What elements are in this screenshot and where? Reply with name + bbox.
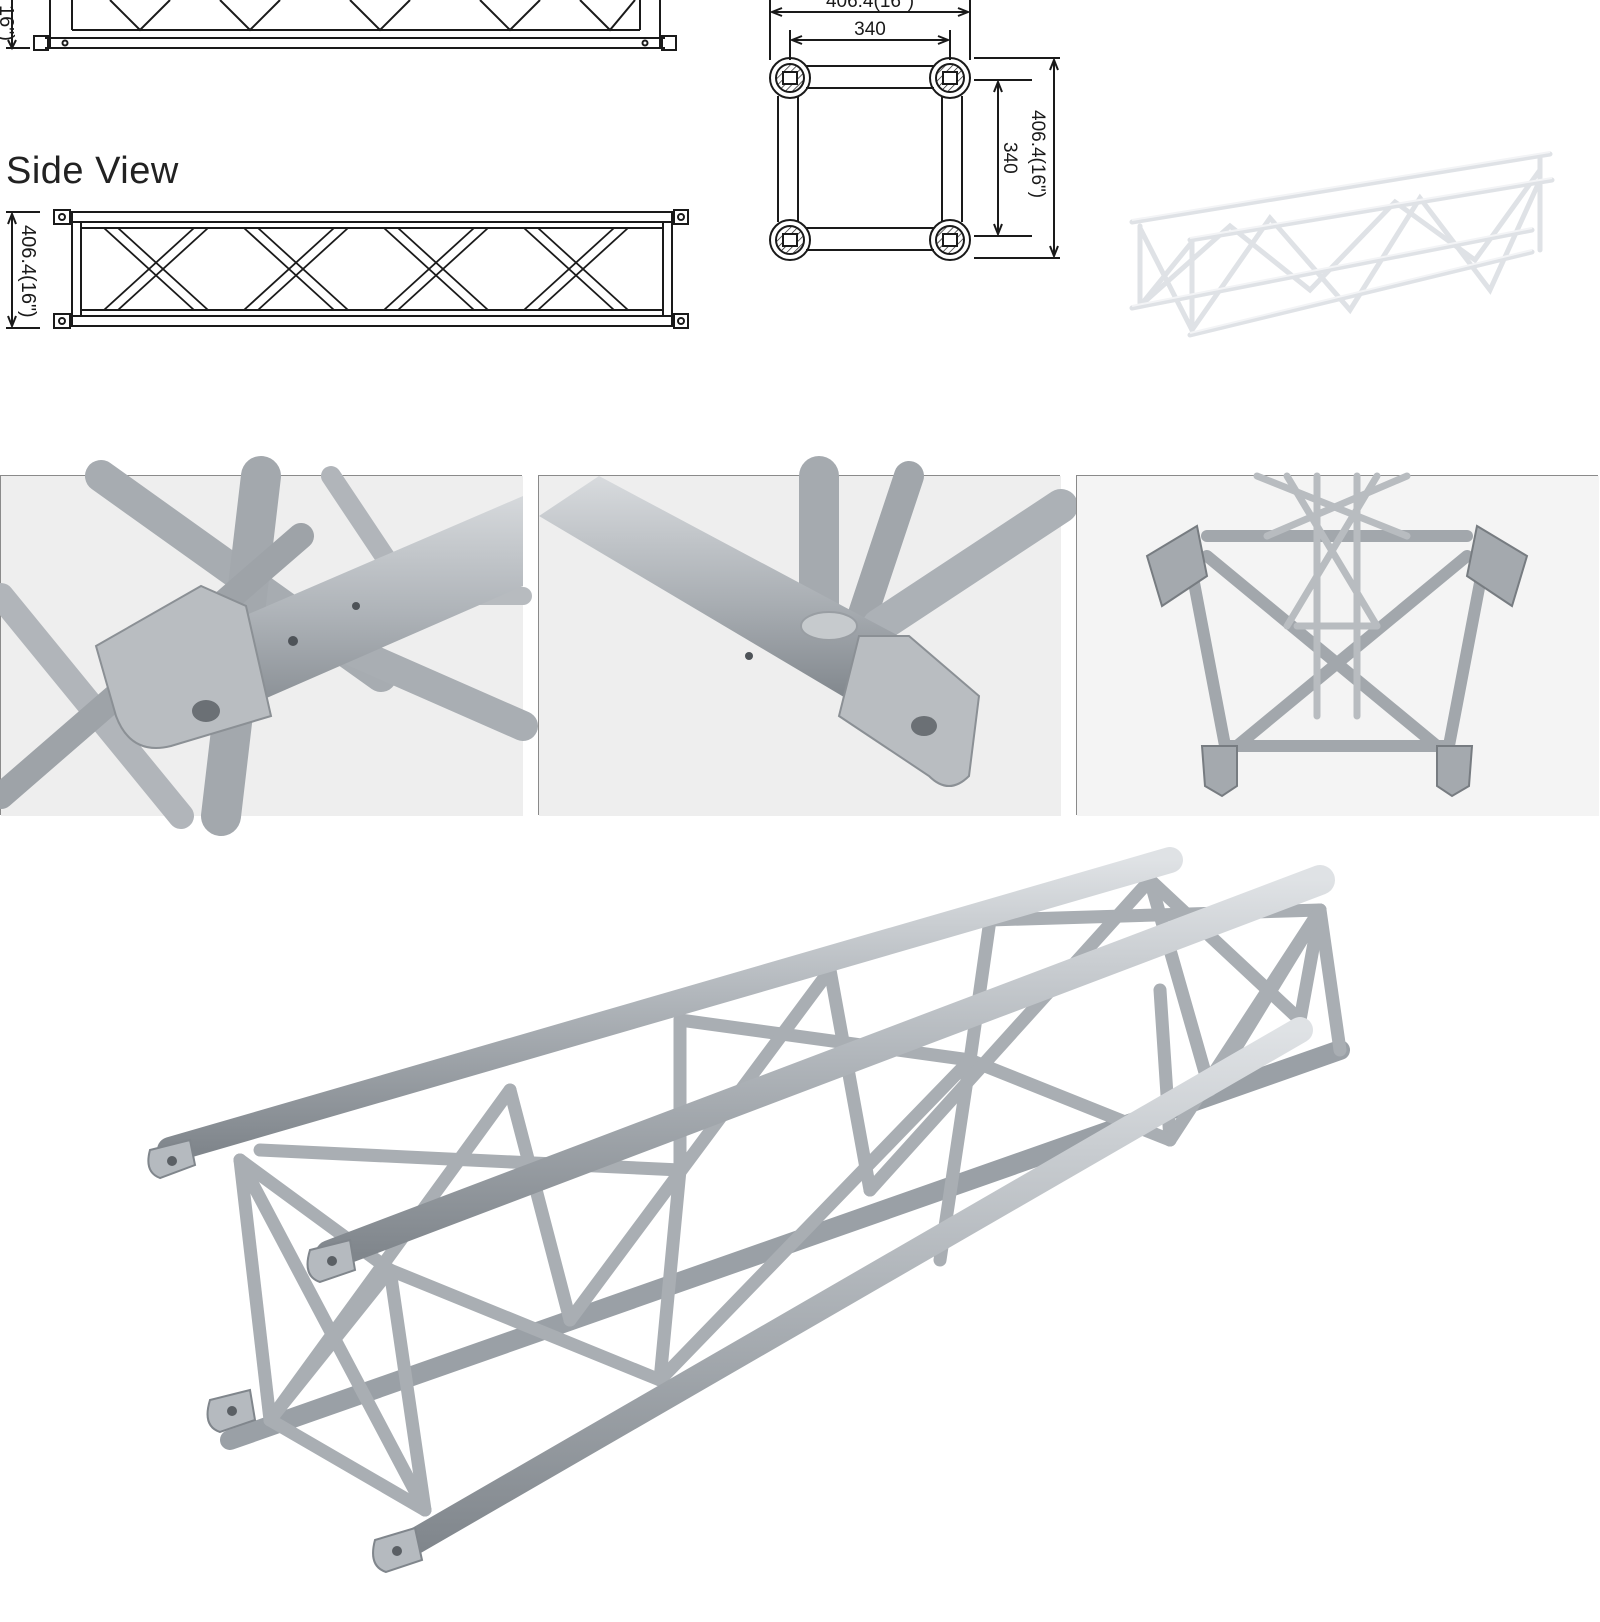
outer-width-label: 406.4(16") [826,0,914,12]
top-view-drawing: 16") [0,0,677,51]
cross-section-drawing: 406.4(16") 340 340 406.4(16") [769,0,1060,261]
side-view-height-label: 406.4(16") [17,225,39,318]
side-view-title: Side View [6,150,179,192]
detail-photo-end-view [1076,472,1599,816]
outer-height-label: 406.4(16") [1027,110,1048,198]
inner-height-label: 340 [999,142,1020,174]
detail-photo-end-fitting-top [0,456,538,836]
truss-product-photo [147,847,1350,1574]
inner-width-label: 340 [854,19,886,40]
detail-photo-end-fitting-bottom [538,456,1078,816]
faded-truss-render [1129,151,1555,338]
top-view-height-label: 16") [0,5,17,41]
side-view-drawing: 406.4(16") [6,209,689,329]
